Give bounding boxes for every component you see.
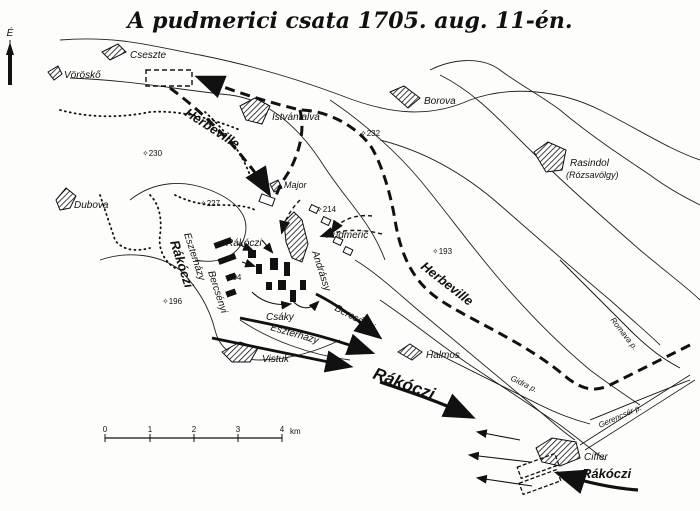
place-ciffer: Ciffer: [584, 452, 609, 463]
height-214: ✧214: [316, 205, 337, 214]
height-232: ✧232: [360, 129, 381, 138]
army-esterhazy-march: Eszterházy: [269, 322, 321, 346]
scale-tick-3: 3: [236, 425, 241, 434]
army-herbeville-north: Herbeville: [182, 105, 242, 151]
imperial-units: [258, 193, 354, 257]
river-gidra-label: Gidra p.: [509, 374, 539, 395]
village-halmos: [397, 343, 423, 361]
kuruc-small-arrows: [237, 239, 320, 312]
village-ciffer: [535, 437, 581, 467]
place-cseszte: Cseszte: [130, 50, 167, 61]
retreat-arrows: [467, 429, 533, 487]
north-arrow-icon: É: [6, 26, 14, 85]
rivers: [429, 259, 691, 425]
village-istvanfalva: [239, 97, 271, 125]
north-label: É: [7, 26, 14, 39]
place-major: Major: [284, 180, 308, 190]
army-bercsenyi-march: Bercsényi: [333, 303, 378, 334]
village-borova: [389, 85, 421, 109]
road: [579, 374, 696, 451]
place-pudmeric: Pudmeric: [326, 230, 368, 241]
scale-bar: 0 1 2 3 4 km: [103, 425, 301, 442]
place-vistuk: Vistuk: [262, 354, 290, 365]
village-pudmeric: [283, 211, 309, 263]
rakoczi-main-arrows: [379, 380, 639, 494]
river-romava-label: Romava p.: [608, 316, 639, 352]
cseszte-position: [145, 69, 193, 87]
scale-tick-1: 1: [148, 425, 153, 434]
height-196: ✧196: [162, 297, 183, 306]
army-herbeville-east: Herbeville: [418, 259, 476, 309]
army-csaky: Csáky: [266, 312, 295, 323]
village-voroskö: [47, 65, 63, 81]
kuruc-units: [213, 237, 306, 302]
map-title: A pudmerici csata 1705. aug. 11-én.: [125, 8, 572, 34]
village-dubova: [55, 187, 77, 211]
kuruc-march-arrows: [211, 292, 383, 373]
river-gerencser-label: Gerencsér p.: [597, 403, 643, 430]
height-227: ✧227: [200, 199, 221, 208]
place-rasindol-alt: (Rózsavölgy): [566, 170, 619, 180]
scale-tick-2: 2: [192, 425, 197, 434]
scale-tick-0: 0: [103, 425, 108, 434]
place-voroskö: Vöröskő: [64, 70, 101, 81]
height-193: ✧193: [432, 247, 453, 256]
place-halmos: Halmos: [426, 350, 460, 361]
scale-tick-4: 4: [280, 425, 285, 434]
place-istvanfalva: Istvánfalva: [272, 112, 320, 123]
village-cseszte: [101, 43, 127, 61]
terrain-contours: [59, 38, 700, 461]
army-andrassy: Andrássy: [309, 249, 333, 294]
army-rakoczi-march: Rákóczi: [371, 364, 439, 404]
place-rasindol: Rasindol: [570, 158, 610, 169]
scale-unit: km: [290, 427, 301, 436]
army-rakoczi-small: Rákóczi: [226, 238, 262, 249]
village-rasindol: [533, 141, 567, 173]
imperial-attack-arrows: [279, 199, 383, 238]
herbeville-route: [169, 75, 691, 391]
height-230: ✧230: [142, 149, 163, 158]
villages: [47, 43, 581, 467]
place-borova: Borova: [424, 96, 456, 107]
army-rakoczi-south: Rákóczi: [582, 466, 632, 481]
place-dubova: Dubova: [74, 200, 109, 211]
